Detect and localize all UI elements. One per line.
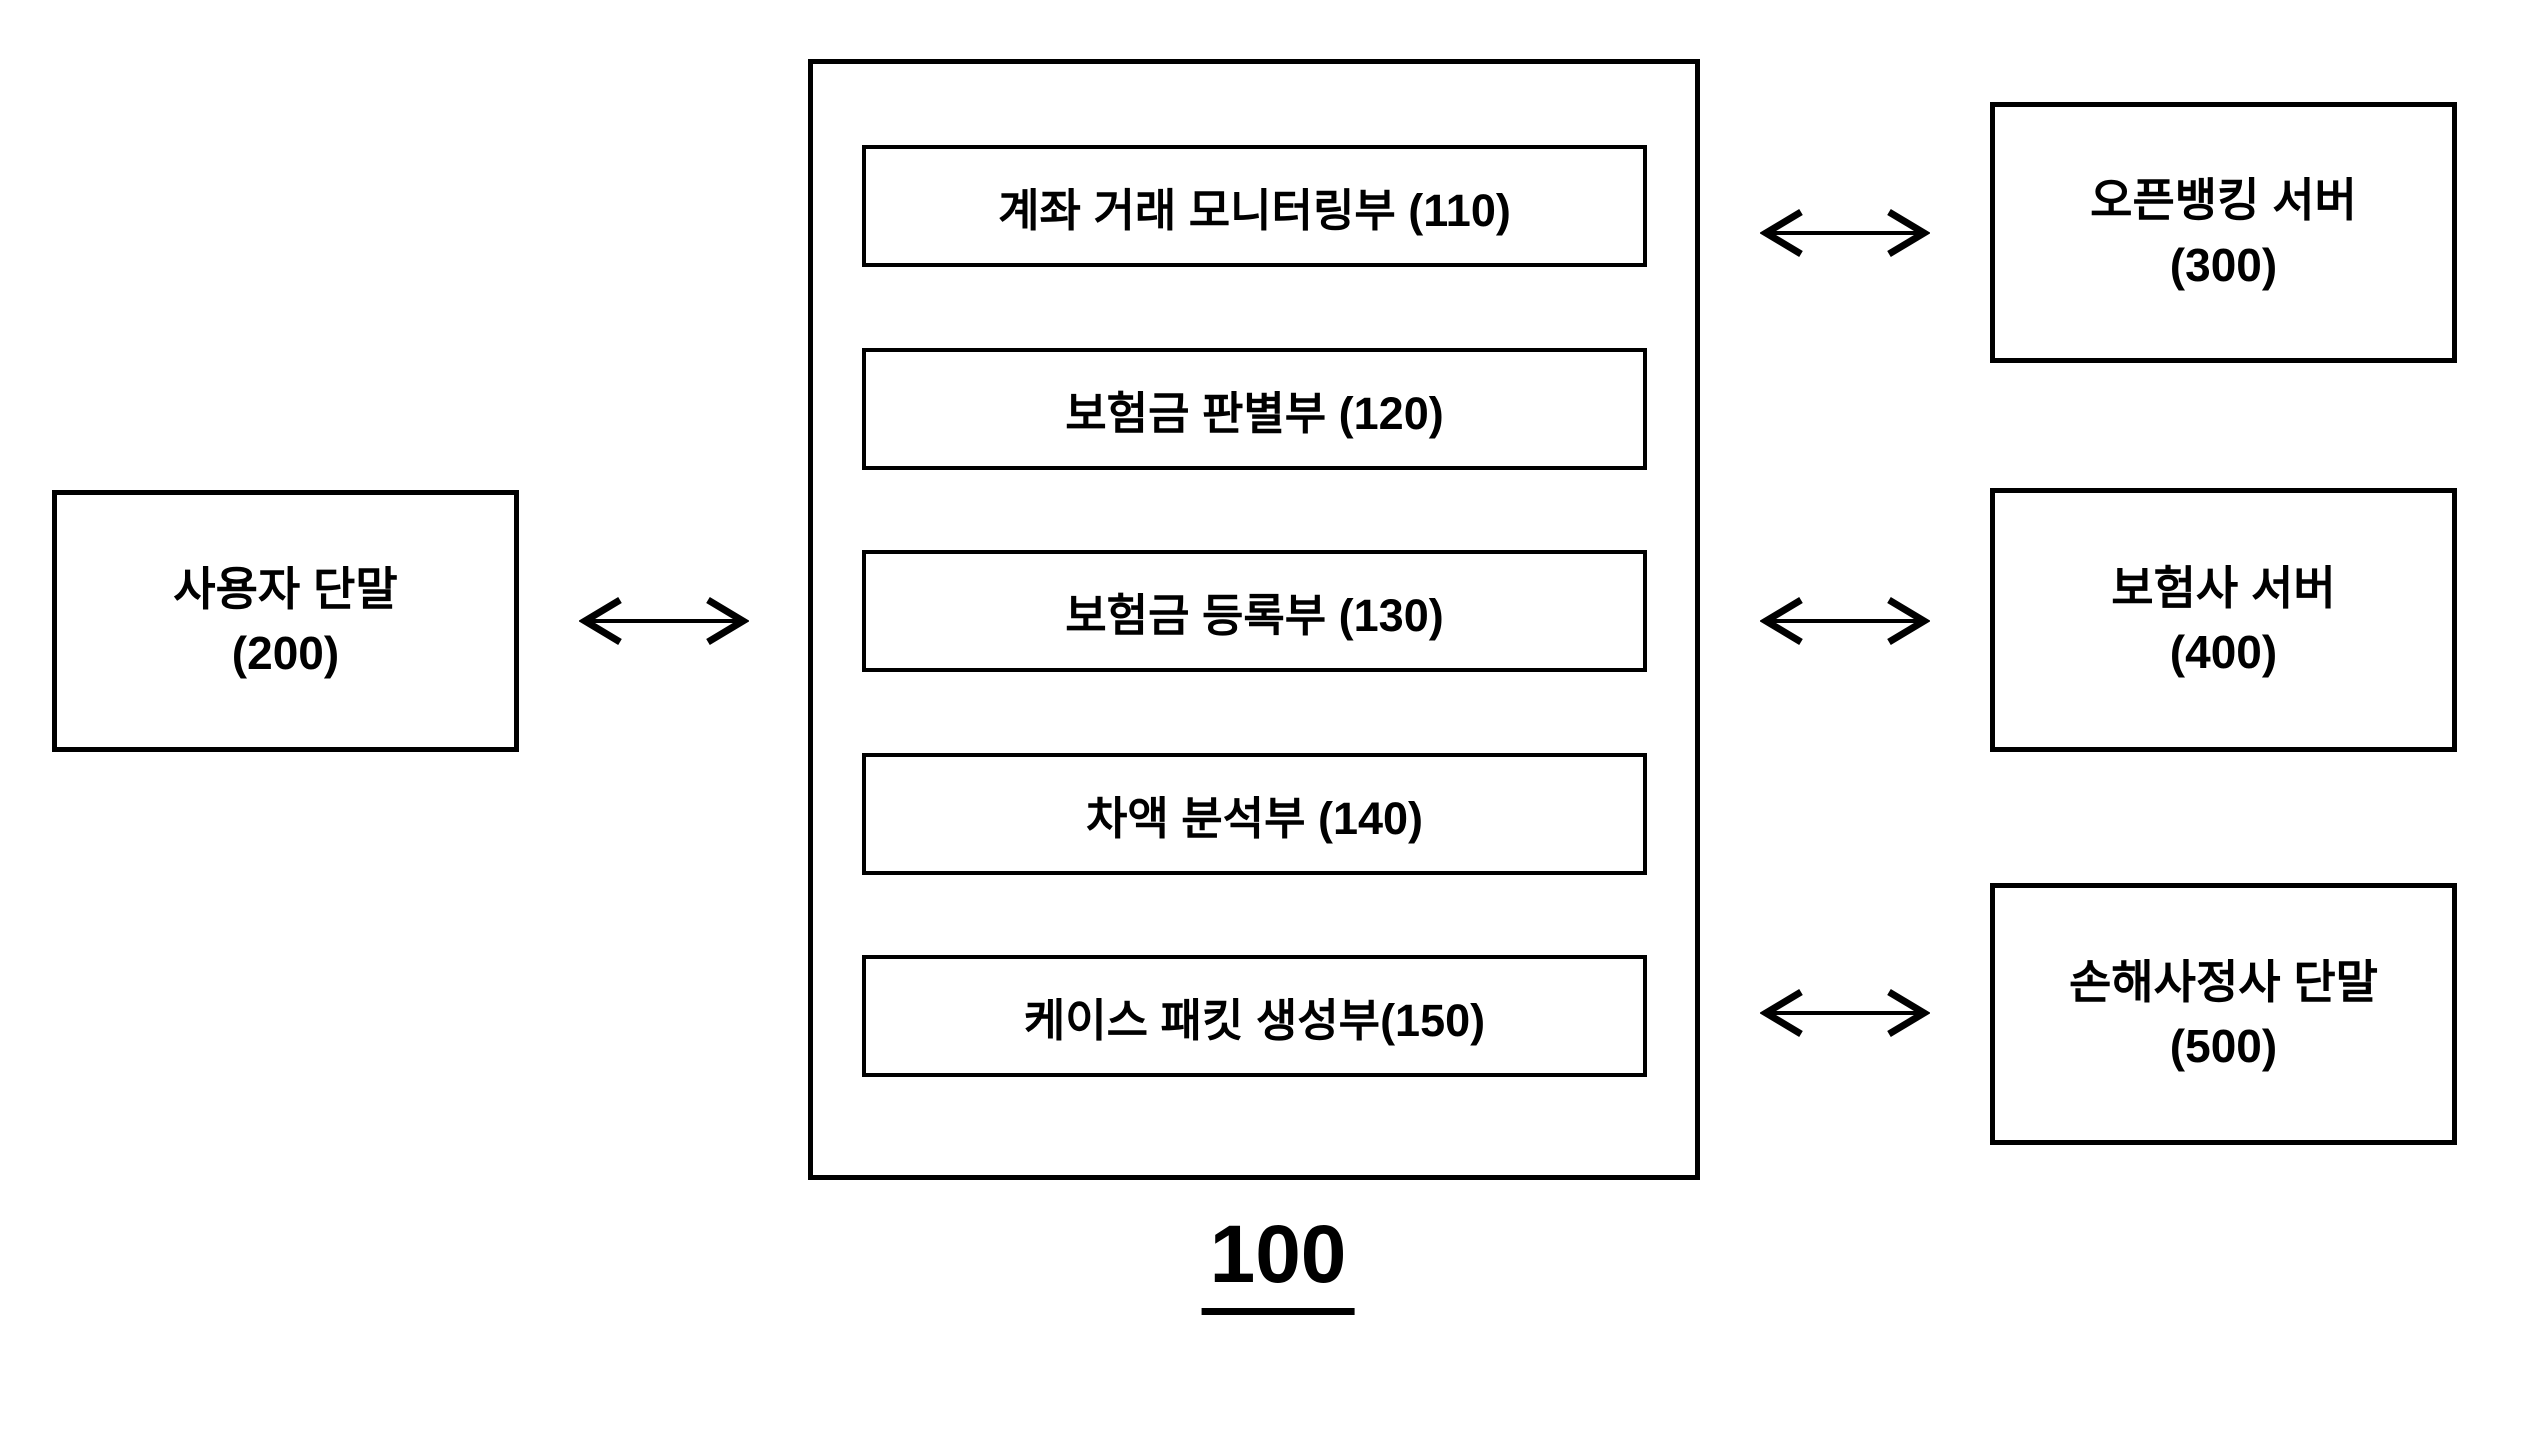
double-arrow-icon-system-adjuster [1760, 988, 1930, 1038]
system-reference-label: 100 [1201, 1209, 1355, 1316]
module-case-packet-generation: 케이스 패킷 생성부(150) [862, 955, 1647, 1077]
module-insurance-money-registration: 보험금 등록부 (130) [862, 550, 1647, 672]
node-insurer-server-ref: (400) [2169, 626, 2278, 678]
module-insurance-money-determination: 보험금 판별부 (120) [862, 348, 1647, 470]
node-open-banking-server-ref: (300) [2169, 238, 2278, 291]
node-user-terminal-ref: (200) [231, 627, 340, 679]
node-loss-adjuster-terminal-ref: (500) [2169, 1020, 2278, 1072]
node-user-terminal-title: 사용자 단말 [173, 562, 398, 615]
module-insurance-money-determination-label: 보험금 판별부 (120) [1065, 387, 1444, 439]
module-difference-analysis-label: 차액 분석부 (140) [1085, 792, 1424, 844]
node-loss-adjuster-terminal-title: 손해사정사 단말 [2068, 955, 2379, 1008]
node-insurer-server-title: 보험사 서버 [2111, 561, 2336, 614]
double-arrow-icon-user-system [579, 596, 749, 646]
double-arrow-icon-system-insurer [1760, 596, 1930, 646]
double-arrow-icon-system-openbanking [1760, 208, 1930, 258]
module-insurance-money-registration-label: 보험금 등록부 (130) [1065, 589, 1444, 641]
node-user-terminal: 사용자 단말 (200) [52, 490, 519, 752]
node-open-banking-server-title: 오픈뱅킹 서버 [2090, 174, 2357, 227]
module-account-transaction-monitoring-label: 계좌 거래 모니터링부 (110) [998, 184, 1511, 236]
module-case-packet-generation-label: 케이스 패킷 생성부(150) [1023, 994, 1486, 1046]
module-account-transaction-monitoring: 계좌 거래 모니터링부 (110) [862, 145, 1647, 267]
module-difference-analysis: 차액 분석부 (140) [862, 753, 1647, 875]
node-insurer-server: 보험사 서버 (400) [1990, 488, 2457, 752]
node-loss-adjuster-terminal: 손해사정사 단말 (500) [1990, 883, 2457, 1145]
node-open-banking-server: 오픈뱅킹 서버 (300) [1990, 102, 2457, 363]
